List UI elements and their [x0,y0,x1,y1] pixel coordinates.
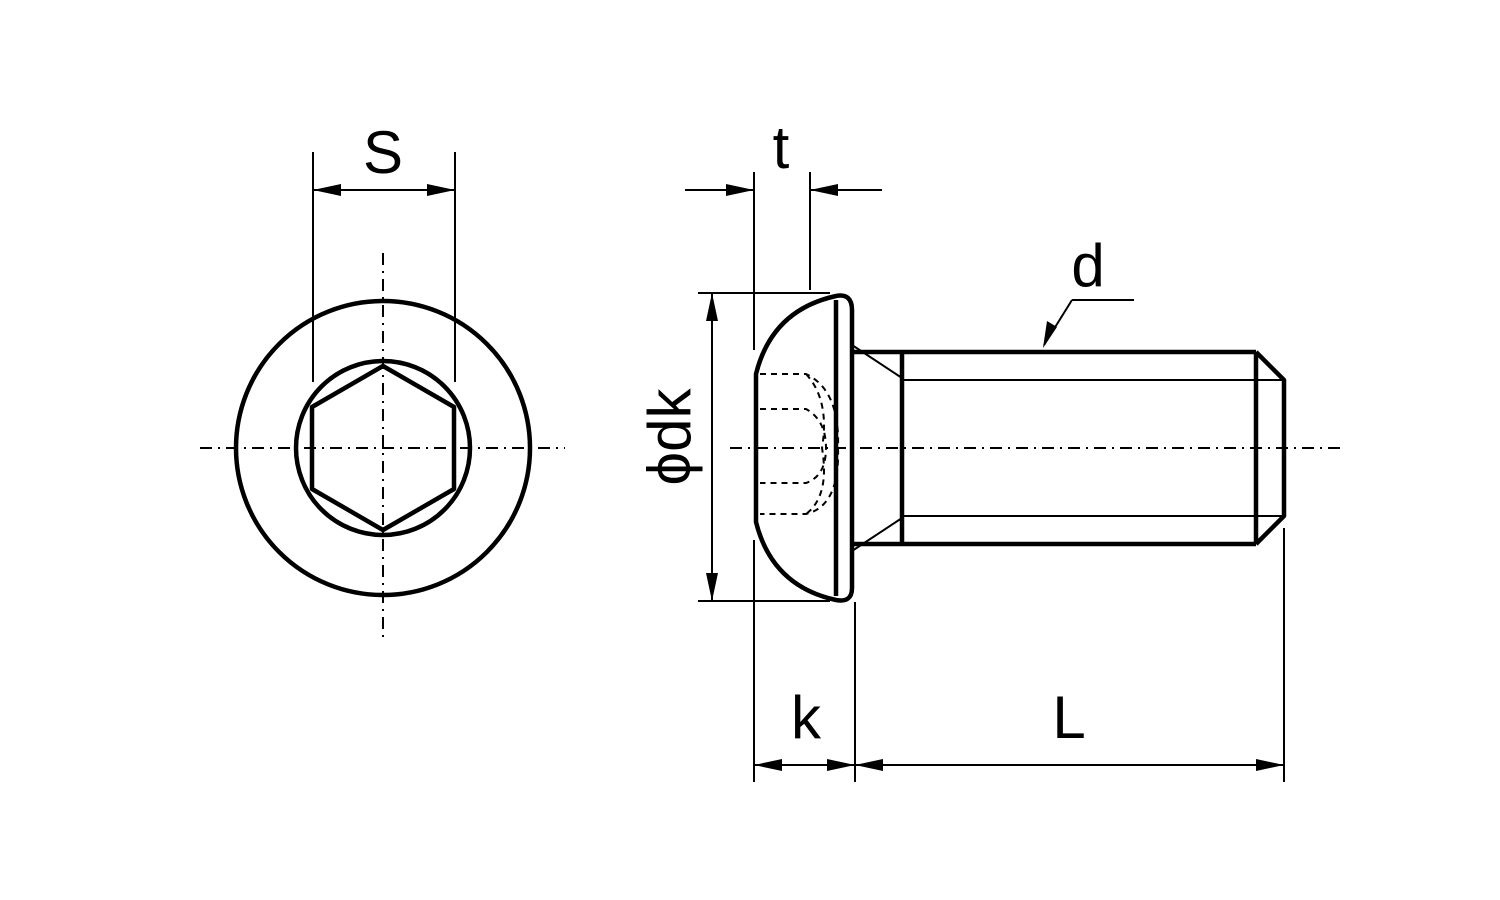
hidden-socket [760,373,840,515]
button-head-outline [753,293,855,603]
k-arrow-right [827,759,855,771]
l-arrow-right [1256,759,1284,771]
s-arrow-left [313,184,341,196]
s-label: S [363,119,403,186]
dk-arrow-bottom [706,573,718,601]
t-arrow-right [810,184,838,196]
s-arrow-right [427,184,455,196]
end-view: S [200,119,565,643]
l-label: L [1052,684,1085,751]
t-arrow-left [726,184,754,196]
hex-socket [309,363,457,533]
side-view: t d ϕdk k L [636,114,1345,782]
k-arrow-left [754,759,782,771]
t-label: t [773,114,790,181]
d-label: d [1071,232,1104,299]
dk-arrow-top [706,293,718,321]
d-leader-arrow [1043,321,1057,348]
l-arrow-left [855,759,883,771]
k-label: k [791,684,822,751]
dk-label: ϕdk [636,388,703,486]
